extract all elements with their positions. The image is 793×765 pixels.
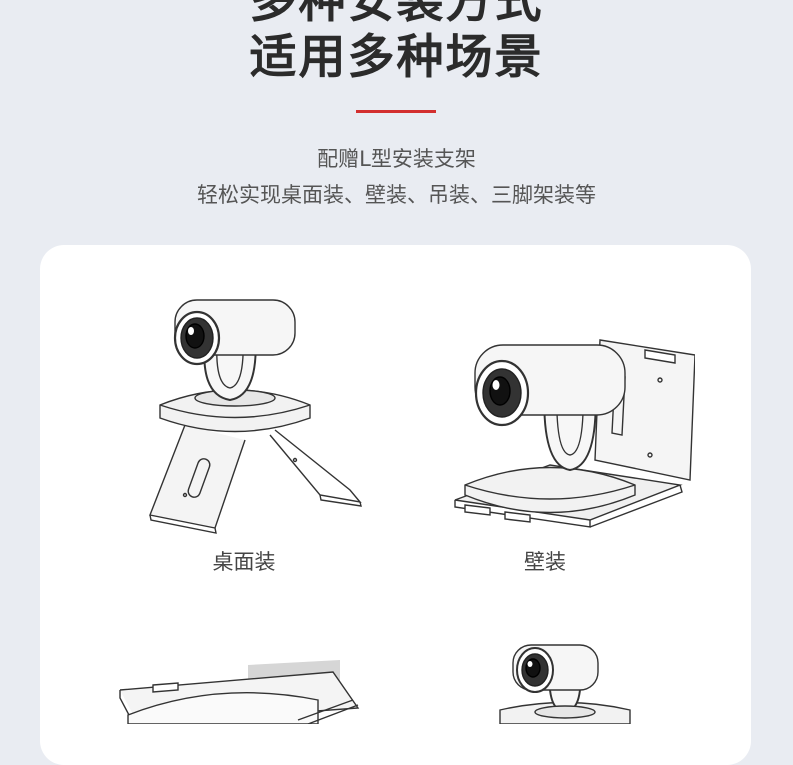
heading-line-1: 多种安装方式: [249, 0, 544, 29]
tripod-mount-camera-illustration: [495, 640, 635, 724]
wall-mount-camera-illustration: [450, 335, 695, 535]
desk-mount-camera-illustration: [145, 290, 370, 535]
description-line-2: 轻松实现桌面装、壁装、吊装、三脚架装等: [197, 183, 596, 207]
wall-mount-label: 壁装: [524, 550, 566, 574]
desk-mount-label: 桌面装: [212, 550, 276, 574]
heading-line-2: 适用多种场景: [249, 30, 544, 85]
ceiling-mount-camera-illustration: [118, 660, 368, 724]
accent-divider: [356, 110, 436, 113]
description-line-1: 配赠L型安装支架: [317, 147, 476, 171]
